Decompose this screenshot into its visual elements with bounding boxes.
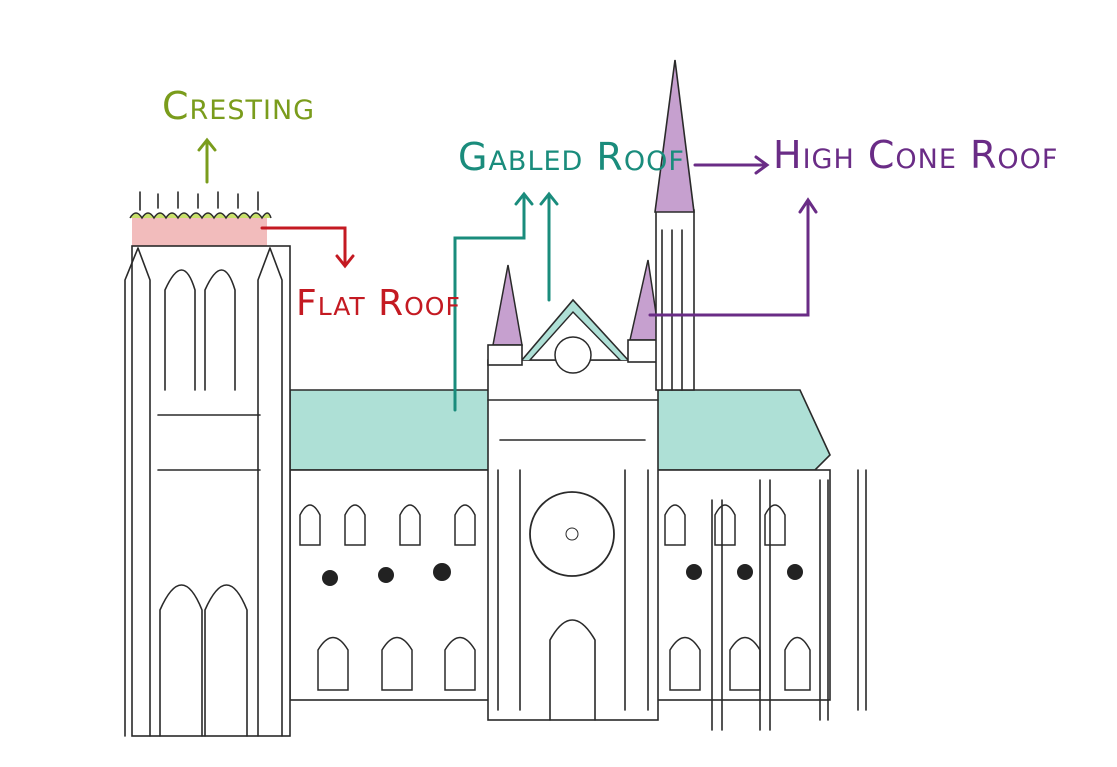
- high-cone-roof-arrows: [648, 155, 818, 317]
- small-rose-window: [554, 336, 592, 374]
- cresting-label: Cresting: [162, 84, 316, 128]
- nave-windows: [299, 504, 811, 691]
- gabled-roof-arrows: [453, 191, 559, 412]
- tower-details: [124, 247, 283, 737]
- flying-buttresses: [711, 469, 867, 731]
- small-windows: [322, 563, 803, 586]
- high-cone-roof-label: High Cone Roof: [773, 133, 1059, 177]
- high-cone-roof: [654, 59, 695, 213]
- gabled-roof-label: Gabled Roof: [458, 135, 685, 179]
- left-pinnacle-cone: [492, 264, 523, 346]
- tower-cresting: [129, 212, 272, 220]
- cresting-spikes: [139, 191, 259, 211]
- tower-flat-roof: [132, 218, 267, 246]
- cresting-arrow: [197, 137, 217, 184]
- flat-roof-arrow: [260, 226, 355, 269]
- flat-roof-label: Flat Roof: [296, 283, 461, 324]
- left-tower: [131, 245, 291, 737]
